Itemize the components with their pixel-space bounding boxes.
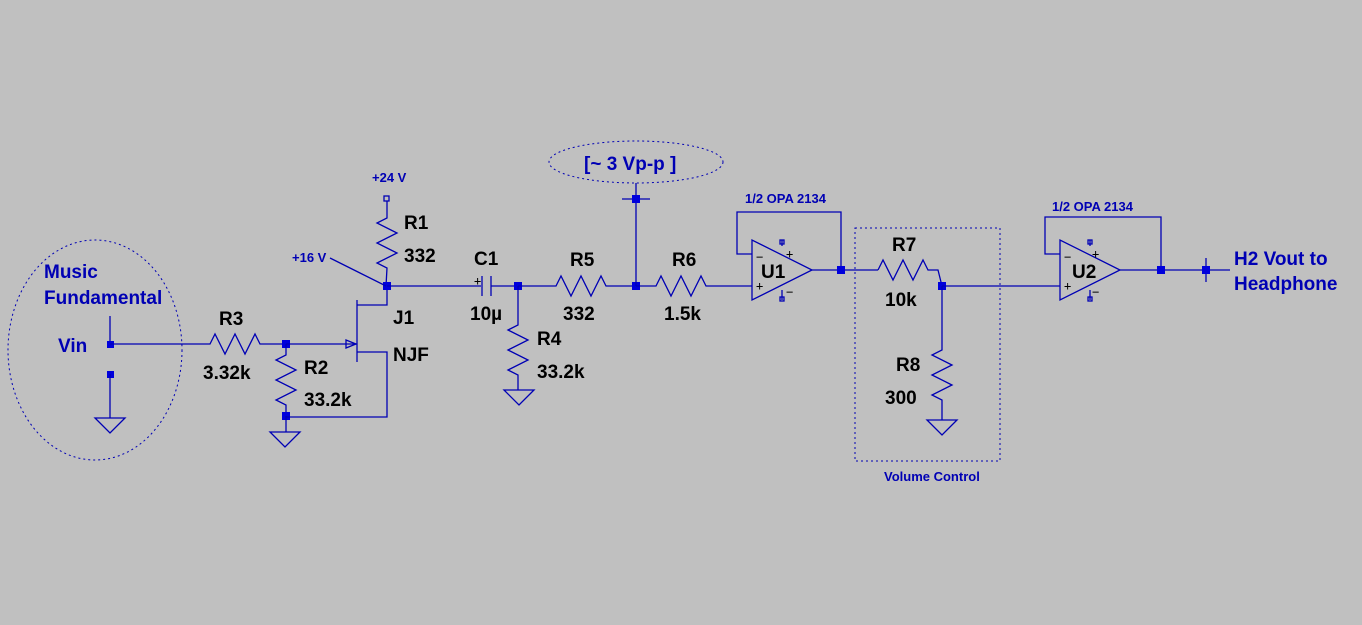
u1-supply-minus: −: [786, 285, 793, 299]
resistor-r7: [877, 258, 943, 287]
u2-plus: +: [1064, 279, 1071, 293]
resistor-r5: [518, 274, 612, 298]
u2-part-label: 1/2 OPA 2134: [1052, 199, 1134, 214]
r2-ref: R2: [304, 358, 328, 379]
r7-ref: R7: [892, 235, 916, 256]
u2-vminus-pin: [1087, 296, 1093, 302]
resistor-r4: [506, 286, 530, 390]
ground-symbol-vin: [93, 417, 127, 434]
input-group-outline: [7, 239, 183, 461]
r1-ref: R1: [404, 213, 429, 234]
volume-control-outline: [854, 227, 1001, 462]
ground-symbol-r8: [925, 419, 959, 436]
opamp-u2: [1059, 238, 1122, 302]
output-label-line2: Headphone: [1234, 274, 1337, 295]
u1-feedback-wire: [736, 211, 842, 270]
opamp-u1: [751, 238, 814, 302]
resistor-r2: [274, 344, 298, 416]
vpp-note-outline: [548, 140, 724, 184]
output-label-line1: H2 Vout to: [1234, 249, 1328, 270]
u2-vplus-pin: [1087, 239, 1093, 245]
r3-value: 3.32k: [203, 363, 251, 384]
u1-vplus-pin: [779, 239, 785, 245]
supply-24v-terminal: [383, 195, 390, 202]
vpp-note: [~ 3 Vp-p ]: [584, 154, 676, 175]
u1-vminus-pin: [779, 296, 785, 302]
r8-value: 300: [885, 388, 917, 409]
j1-source-wire: [286, 351, 388, 418]
u2-ref: U2: [1072, 262, 1096, 283]
u1-plus: +: [756, 279, 763, 293]
r6-ref: R6: [672, 250, 696, 271]
j1-gate-arrow: [345, 339, 358, 349]
u1-supply-plus: +: [786, 247, 793, 261]
c1-value: 10µ: [470, 304, 502, 325]
r1-value: 332: [404, 246, 436, 267]
node-u2-out: [1157, 266, 1165, 274]
r4-value: 33.2k: [537, 362, 585, 383]
input-group-label-line1: Music: [44, 262, 98, 283]
resistor-r1: [375, 201, 399, 287]
supply-24v-label: +24 V: [372, 170, 407, 185]
ground-symbol-r4: [502, 389, 536, 406]
u2-supply-minus: −: [1092, 285, 1099, 299]
r7-value: 10k: [885, 290, 917, 311]
resistor-r8: [930, 286, 954, 420]
r3-ref: R3: [219, 309, 243, 330]
probe-node: [632, 195, 640, 203]
resistor-r3: [205, 332, 265, 356]
volume-control-label: Volume Control: [884, 469, 980, 484]
r5-value: 332: [563, 304, 595, 325]
j1-ref: J1: [393, 308, 415, 329]
u1-part-label: 1/2 OPA 2134: [745, 191, 827, 206]
j1-drain: [357, 286, 388, 306]
output-node: [1202, 266, 1210, 274]
vin-label: Vin: [58, 336, 87, 357]
c1-ref: C1: [474, 249, 499, 270]
u1-ref: U1: [761, 262, 786, 283]
j1-type: NJF: [393, 345, 429, 366]
input-group-label-line2: Fundamental: [44, 288, 162, 309]
u2-supply-plus: +: [1092, 247, 1099, 261]
r5-ref: R5: [570, 250, 595, 271]
ground-symbol-r2: [268, 431, 302, 448]
supply-16v-label: +16 V: [292, 250, 327, 265]
r2-value: 33.2k: [304, 390, 352, 411]
node-u1-out: [837, 266, 845, 274]
r6-value: 1.5k: [664, 304, 701, 325]
u2-minus: −: [1064, 250, 1071, 264]
u1-minus: −: [756, 250, 763, 264]
supply-16v-arrow: [329, 257, 387, 287]
u2-feedback-wire: [1044, 216, 1162, 270]
r4-ref: R4: [537, 329, 562, 350]
c1-polarity: +: [474, 274, 481, 288]
resistor-r6: [636, 274, 752, 298]
r8-ref: R8: [896, 355, 920, 376]
